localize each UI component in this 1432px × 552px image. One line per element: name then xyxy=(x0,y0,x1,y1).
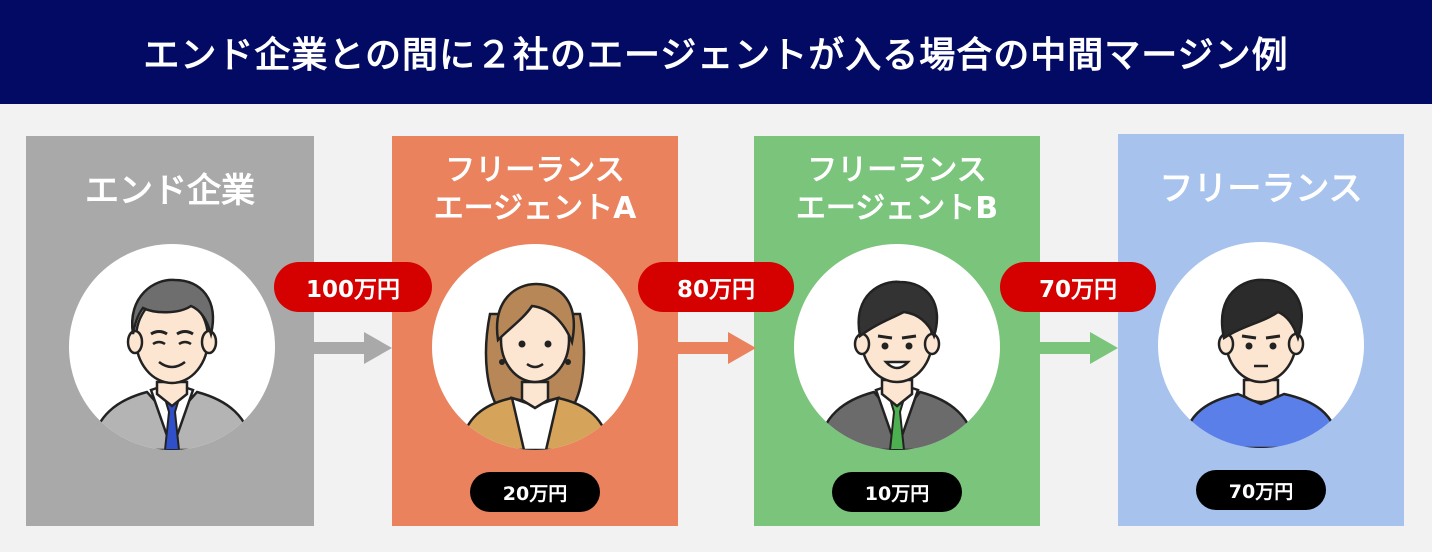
panel-title-line: フリーランス xyxy=(1159,169,1363,209)
panel-title: フリーランス エージェントA xyxy=(392,152,678,227)
panel-title: フリーランス xyxy=(1118,168,1404,211)
arrow-right-icon xyxy=(314,332,392,364)
flow-amount-badge: 80万円 xyxy=(638,262,794,312)
businesswoman-icon xyxy=(432,244,638,450)
panel-title-line: エージェントB xyxy=(795,190,999,226)
panel-title-line: フリーランス xyxy=(807,153,987,188)
panel-title-line: フリーランス xyxy=(445,153,625,188)
panel-title-line: エージェントA xyxy=(433,190,637,226)
arrow-right-icon xyxy=(1040,332,1118,364)
flow-amount-badge: 70万円 xyxy=(1000,262,1156,312)
panel-freelancer: フリーランス 70万円 xyxy=(1118,134,1404,526)
panel-end-company: エンド企業 xyxy=(26,136,314,526)
businessman-young-icon xyxy=(794,244,1000,450)
margin-badge: 20万円 xyxy=(470,472,600,512)
page-title: エンド企業との間に２社のエージェントが入る場合の中間マージン例 xyxy=(0,0,1432,104)
panel-agent-a: フリーランス エージェントA 20万円 xyxy=(392,136,678,526)
panel-title-line: エンド企業 xyxy=(85,171,255,211)
casual-man-icon xyxy=(1158,242,1364,448)
margin-badge: 10万円 xyxy=(832,472,962,512)
arrow-right-icon xyxy=(678,332,756,364)
panel-title: フリーランス エージェントB xyxy=(754,152,1040,227)
panel-title: エンド企業 xyxy=(26,170,314,213)
margin-badge: 70万円 xyxy=(1196,470,1326,510)
flow-amount-badge: 100万円 xyxy=(274,262,432,312)
panel-agent-b: フリーランス エージェントB 10万円 xyxy=(754,136,1040,526)
businessman-senior-icon xyxy=(69,244,275,450)
